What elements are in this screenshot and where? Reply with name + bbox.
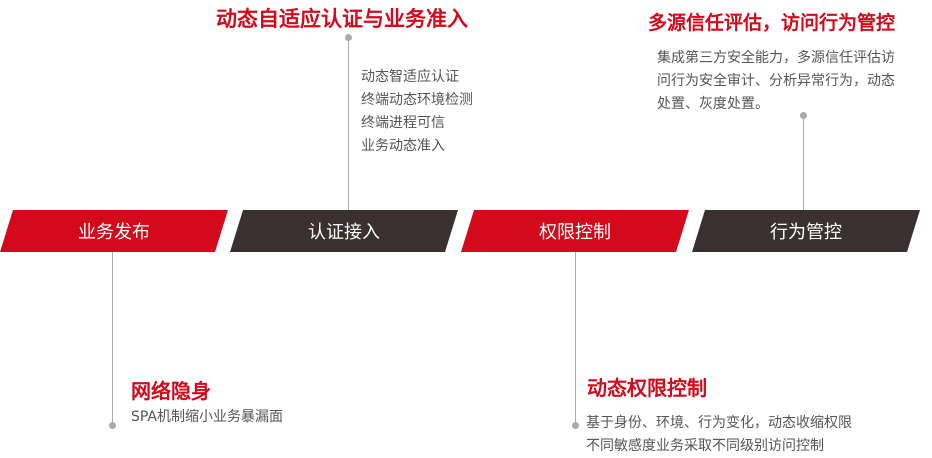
trust-desc: 集成第三方安全能力，多源信任评估访 问行为安全审计、分析异常行为，动态 处置、灰…	[657, 47, 895, 116]
perm-desc: 基于身份、环境、行为变化，动态收缩权限 不同敏感度业务采取不同级别访问控制	[586, 412, 852, 458]
connector-line	[112, 252, 113, 425]
connector-dot	[345, 34, 352, 41]
connector-line	[575, 252, 576, 425]
perm-title: 动态权限控制	[587, 376, 707, 400]
auth-title: 动态自适应认证与业务准入	[216, 7, 468, 31]
desc-line: 集成第三方安全能力，多源信任评估访	[657, 50, 895, 66]
desc-line: 不同敏感度业务采取不同级别访问控制	[586, 438, 824, 454]
connector-dot	[572, 422, 579, 429]
step-permission: 权限控制	[461, 210, 689, 252]
step-behavior: 行为管控	[692, 210, 920, 252]
connector-dot	[800, 112, 807, 119]
desc-line: 终端动态环境检测	[361, 92, 473, 108]
hide-title: 网络隐身	[131, 379, 211, 403]
trust-title: 多源信任评估，访问行为管控	[648, 12, 896, 34]
desc-line: 动态智适应认证	[361, 69, 459, 85]
auth-desc: 动态智适应认证 终端动态环境检测 终端进程可信 业务动态准入	[361, 66, 473, 158]
desc-line: 基于身份、环境、行为变化，动态收缩权限	[586, 415, 852, 431]
desc-line: 问行为安全审计、分析异常行为，动态	[657, 73, 895, 89]
step-label: 业务发布	[78, 222, 150, 243]
connector-line	[348, 37, 349, 210]
desc-line: SPA机制缩小业务暴漏面	[131, 409, 284, 425]
desc-line: 处置、灰度处置。	[657, 96, 769, 112]
step-publish: 业务发布	[0, 210, 228, 252]
step-label: 权限控制	[539, 222, 611, 243]
connector-line	[803, 115, 804, 210]
connector-dot	[109, 422, 116, 429]
step-label: 认证接入	[308, 222, 380, 243]
step-label: 行为管控	[770, 222, 842, 243]
step-auth: 认证接入	[230, 210, 458, 252]
desc-line: 业务动态准入	[361, 138, 445, 154]
hide-desc: SPA机制缩小业务暴漏面	[131, 406, 283, 429]
desc-line: 终端进程可信	[361, 115, 445, 131]
